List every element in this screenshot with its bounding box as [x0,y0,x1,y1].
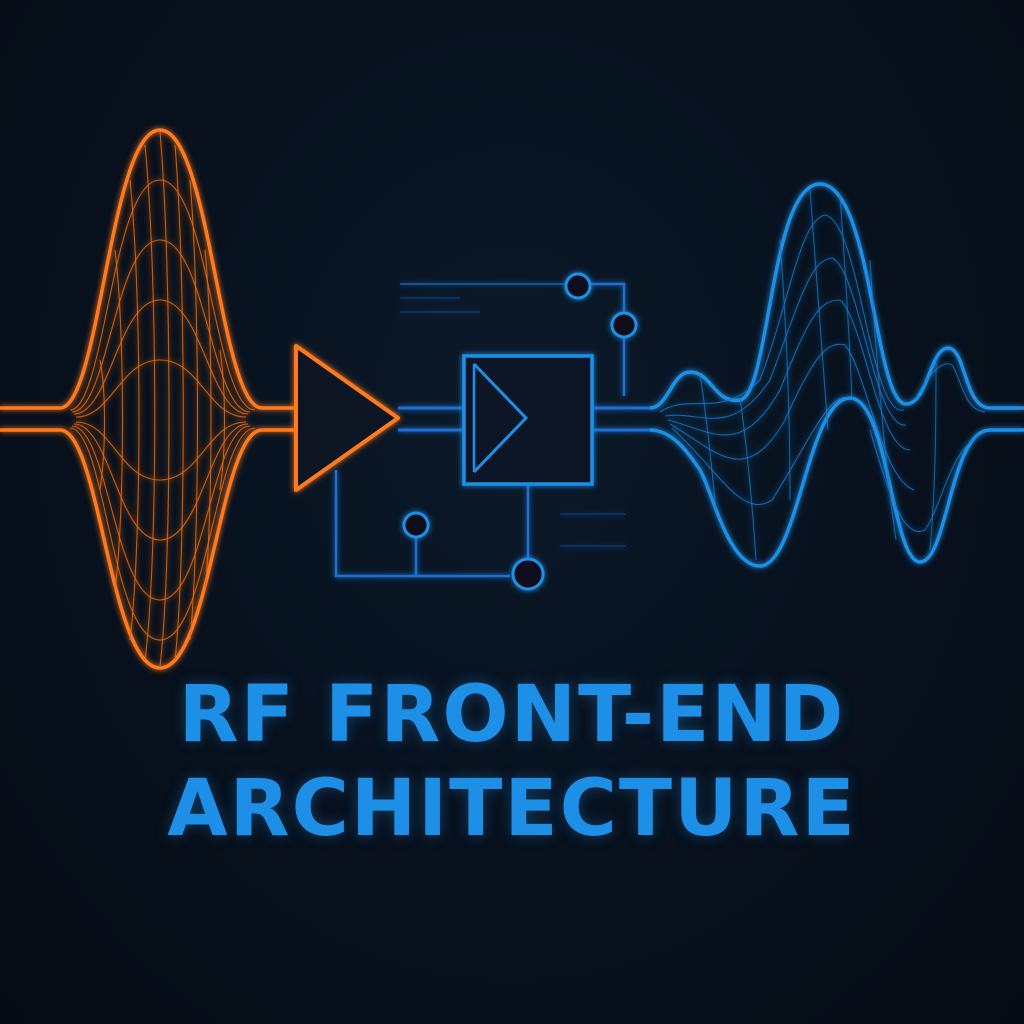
amplifier-icon [294,344,400,492]
input-signal-waveform [0,128,296,670]
output-signal-waveform [649,182,1024,568]
node-circle-icon [402,511,430,539]
node-circle-icon [564,272,592,300]
node-circle-icon [610,311,638,339]
title-line-1: RF FRONT-END [178,670,846,760]
circuit-schematic [334,282,650,578]
node-circle-icon [511,557,545,591]
mixer-block-icon [462,354,594,486]
circuit-nodes [402,272,638,591]
title-line-2: ARCHITECTURE [167,764,857,854]
page-title: RF FRONT-END ARCHITECTURE [0,668,1024,856]
